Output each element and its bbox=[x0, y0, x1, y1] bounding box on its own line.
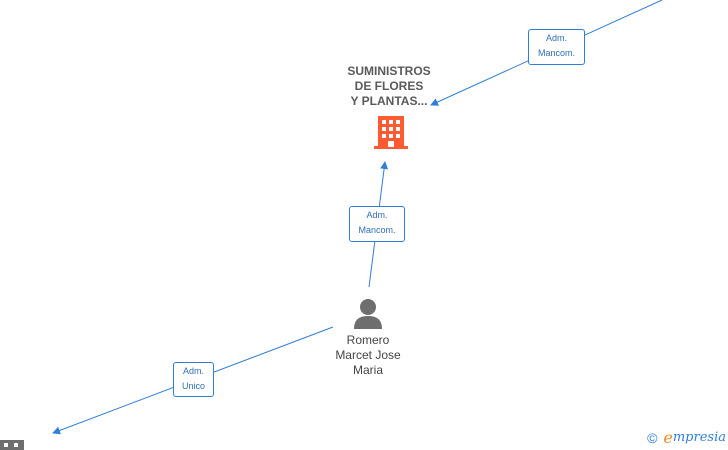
edge-role-line: Adm. bbox=[182, 366, 204, 376]
person-name-line: Romero bbox=[346, 333, 390, 347]
person-icon[interactable] bbox=[351, 297, 385, 331]
edge-role-line: Adm. bbox=[545, 33, 567, 43]
edge-role-line: Adm. bbox=[366, 210, 388, 220]
company-name[interactable]: SUMINISTROS DE FLORES Y PLANTAS... bbox=[329, 64, 449, 109]
edge-role-line: Mancom. bbox=[537, 48, 575, 58]
company-name-line: SUMINISTROS bbox=[347, 64, 431, 78]
person-name[interactable]: Romero Marcet Jose Maria bbox=[316, 333, 420, 378]
watermark: © e mpresia bbox=[647, 428, 726, 447]
building-icon[interactable] bbox=[374, 114, 408, 150]
building-icon[interactable] bbox=[0, 438, 24, 450]
copyright-symbol: © bbox=[647, 429, 658, 446]
edge-role-label[interactable]: Adm. Mancom. bbox=[528, 29, 585, 65]
brand-logo-text: mpresia bbox=[672, 430, 726, 445]
edge-role-label[interactable]: Adm. Mancom. bbox=[349, 206, 405, 242]
person-name-line: Maria bbox=[352, 363, 383, 377]
company-name-line: Y PLANTAS... bbox=[350, 94, 428, 108]
person-name-line: Marcet Jose bbox=[335, 348, 401, 362]
company-name-line: DE FLORES bbox=[354, 79, 424, 93]
brand-logo-initial: e bbox=[663, 428, 673, 447]
edge-role-line: Mancom. bbox=[358, 225, 396, 235]
edge-role-line: Unico bbox=[181, 381, 205, 391]
edge-role-label[interactable]: Adm. Unico bbox=[173, 362, 214, 397]
